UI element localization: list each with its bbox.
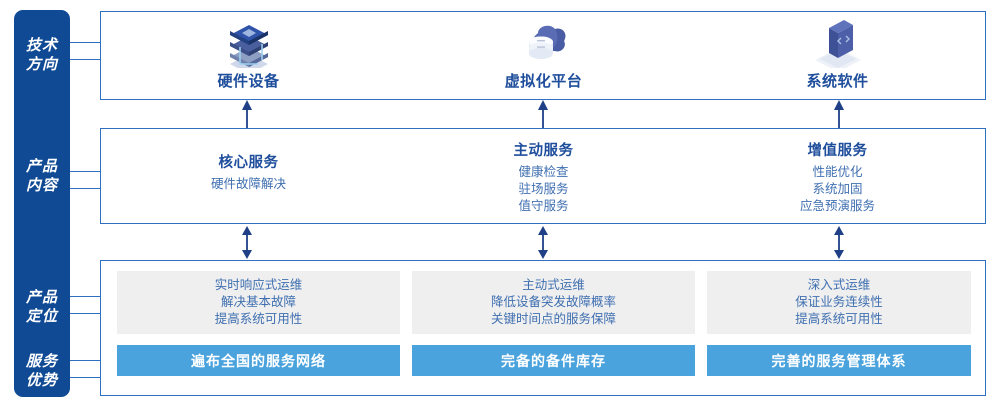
connector-content-lower [70,188,101,189]
code-book-icon [814,20,861,68]
connector-position-upper [70,296,101,297]
advantage-bar-inventory[interactable]: 完备的备件库存 [412,345,695,376]
arrow-up-system-software [834,100,844,128]
position-line: 降低设备突发故障概率 [490,295,616,309]
tech-column-hardware[interactable]: 硬件设备 [101,12,396,99]
cloud-database-icon [528,25,565,59]
content-column-valueadd[interactable]: 增值服务 性能优化 系统加固 应急预演服务 [691,129,984,223]
tech-column-virtualization[interactable]: 虚拟化平台 [396,12,691,99]
rail-label-product-content: 产品 内容 [25,158,58,194]
content-item: 性能优化 [812,165,863,179]
connector-tech-lower [70,59,101,60]
content-item: 值守服务 [518,199,569,213]
position-card-indepth[interactable]: 深入式运维 保证业务连续性 提高系统可用性 [707,271,971,334]
advantage-bar-network[interactable]: 遍布全国的服务网络 [117,345,400,376]
position-line: 保证业务连续性 [795,295,883,309]
position-line: 解决基本故障 [220,295,296,309]
connector-advantage-upper [70,360,101,361]
tech-title-system-software: 系统软件 [806,73,869,90]
content-item: 硬件故障解决 [210,177,286,191]
advantage-bar-management[interactable]: 完善的服务管理体系 [707,345,971,376]
tech-direction-section: 硬件设备 虚拟化平台 [100,11,986,100]
position-line: 提高系统可用性 [214,312,303,326]
arrow-up-hardware [242,100,252,128]
connector-content-upper [70,171,101,172]
content-title-proactive: 主动服务 [513,143,574,159]
tech-column-system-software[interactable]: 系统软件 [691,12,984,99]
arrow-双向-valueadd [834,226,844,259]
position-line: 关键时间点的服务保障 [490,312,616,326]
position-line: 实时响应式运维 [214,278,303,292]
left-rail: 技术 方向 产品 内容 产品 定位 服务 优势 [14,10,70,397]
tech-title-virtualization: 虚拟化平台 [504,73,583,90]
product-position-section: 实时响应式运维 解决基本故障 提高系统可用性 主动式运维 降低设备突发故障概率 … [100,260,986,396]
tech-title-hardware: 硬件设备 [217,73,280,90]
content-item: 驻场服务 [518,182,569,196]
position-line: 深入式运维 [807,278,871,292]
content-column-proactive[interactable]: 主动服务 健康检查 驻场服务 值守服务 [396,129,691,223]
arrow-双向-core [242,226,252,259]
position-line: 提高系统可用性 [795,312,883,326]
rail-label-tech-direction: 技术 方向 [25,37,58,73]
product-content-section: 核心服务 硬件故障解决 主动服务 健康检查 驻场服务 值守服务 增值服务 性能优… [100,128,986,224]
server-stack-icon [229,25,268,68]
content-item: 系统加固 [812,182,863,196]
rail-label-product-position: 产品 定位 [25,289,58,325]
position-line: 主动式运维 [522,278,585,292]
arrow-双向-proactive [538,226,548,259]
content-item: 应急预演服务 [799,199,875,213]
position-card-proactive[interactable]: 主动式运维 降低设备突发故障概率 关键时间点的服务保障 [412,271,695,334]
position-card-realtime[interactable]: 实时响应式运维 解决基本故障 提高系统可用性 [117,271,400,334]
content-title-valueadd: 增值服务 [807,143,868,159]
content-item: 健康检查 [518,165,569,179]
content-column-core[interactable]: 核心服务 硬件故障解决 [101,129,396,223]
content-title-core: 核心服务 [218,155,279,171]
connector-advantage-lower [70,377,101,378]
connector-position-lower [70,313,101,314]
arrow-up-virtualization [538,100,548,128]
rail-label-service-advantage: 服务 优势 [25,353,58,389]
connector-tech-upper [70,42,101,43]
